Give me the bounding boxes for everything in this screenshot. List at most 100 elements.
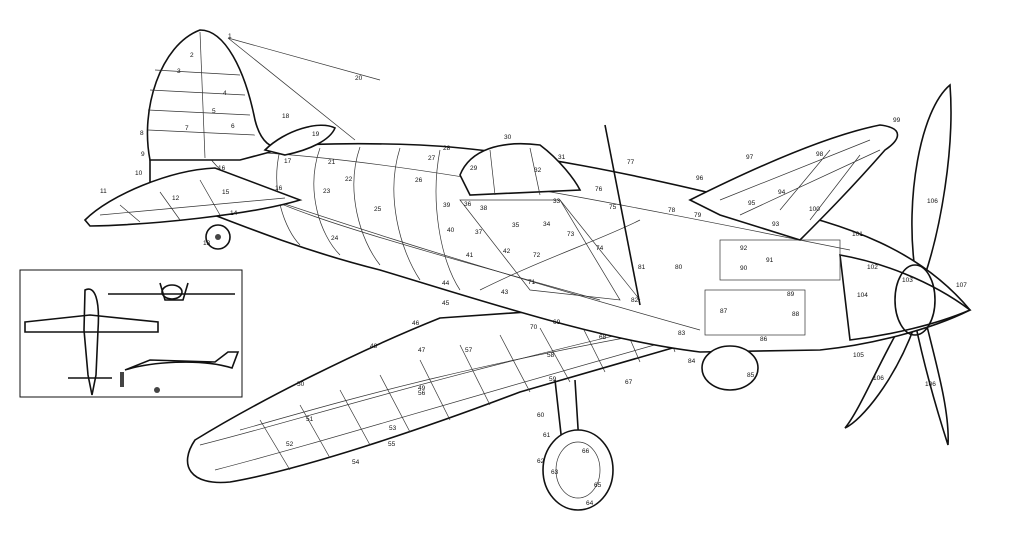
callout-number: 79 (694, 212, 702, 219)
callout-number: 107 (956, 282, 967, 289)
callout-number: 67 (625, 379, 633, 386)
callout-number: 38 (480, 205, 488, 212)
callout-number: 80 (675, 264, 683, 271)
callout-number: 1 (228, 33, 232, 40)
callout-number: 13 (203, 240, 211, 247)
callout-number: 105 (853, 352, 864, 359)
callout-number: 21 (328, 159, 336, 166)
callout-number: 32 (534, 167, 542, 174)
callout-number: 44 (442, 280, 450, 287)
callout-number: 62 (537, 458, 545, 465)
callout-number: 66 (582, 448, 590, 455)
callout-number: 72 (533, 252, 541, 259)
callout-number: 86 (760, 336, 768, 343)
callout-number: 70 (530, 324, 538, 331)
callout-number: 36 (464, 201, 472, 208)
callout-number: 5 (212, 108, 216, 115)
callout-number: 89 (787, 291, 795, 298)
callout-number: 94 (778, 189, 786, 196)
callout-number: 46 (412, 320, 420, 327)
callout-number: 87 (720, 308, 728, 315)
far-wing (688, 124, 899, 241)
callout-number: 40 (447, 227, 455, 234)
callout-number: 8 (140, 130, 144, 137)
callout-number: 95 (748, 200, 756, 207)
callout-number: 92 (740, 245, 748, 252)
propeller (844, 83, 952, 446)
callout-number: 82 (631, 297, 639, 304)
callout-number: 56 (418, 390, 426, 397)
callout-number: 14 (230, 210, 238, 217)
callout-labels: 1234567891011121314151616171819202122232… (100, 33, 967, 507)
callout-number: 85 (747, 372, 755, 379)
callout-number: 54 (352, 459, 360, 466)
callout-number: 103 (902, 277, 913, 284)
callout-number: 99 (893, 117, 901, 124)
callout-number: 88 (792, 311, 800, 318)
callout-number: 42 (503, 248, 511, 255)
callout-number: 77 (627, 159, 635, 166)
callout-number: 47 (418, 347, 426, 354)
callout-number: 20 (355, 75, 363, 82)
callout-number: 18 (282, 113, 290, 120)
callout-number: 24 (331, 235, 339, 242)
callout-number: 59 (549, 376, 557, 383)
callout-number: 61 (543, 432, 551, 439)
callout-number: 3 (177, 68, 181, 75)
callout-number: 71 (528, 279, 536, 286)
callout-number: 76 (595, 186, 603, 193)
callout-number: 7 (185, 125, 189, 132)
callout-number: 26 (415, 177, 423, 184)
callout-number: 39 (443, 202, 451, 209)
callout-number: 102 (867, 264, 878, 271)
callout-number: 73 (567, 231, 575, 238)
callout-number: 2 (190, 52, 194, 59)
callout-number: 25 (374, 206, 382, 213)
callout-number: 23 (323, 188, 331, 195)
callout-number: 69 (553, 319, 561, 326)
callout-number: 68 (599, 334, 607, 341)
callout-number: 106 (927, 198, 938, 205)
callout-number: 96 (696, 175, 704, 182)
callout-number: 97 (746, 154, 754, 161)
callout-number: 74 (596, 245, 604, 252)
callout-number: 93 (772, 221, 780, 228)
callout-number: 57 (465, 347, 473, 354)
callout-number: 98 (816, 151, 824, 158)
callout-number: 30 (504, 134, 512, 141)
callout-number: 33 (553, 198, 561, 205)
callout-number: 65 (594, 482, 602, 489)
callout-number: 106 (873, 375, 884, 382)
callout-number: 83 (678, 330, 686, 337)
main-wing (186, 299, 701, 484)
callout-number: 104 (857, 292, 868, 299)
callout-number: 81 (638, 264, 646, 271)
callout-number: 91 (766, 257, 774, 264)
callout-number: 11 (100, 188, 107, 195)
callout-number: 9 (141, 151, 145, 158)
callout-number: 28 (443, 145, 451, 152)
callout-number: 35 (512, 222, 520, 229)
landing-gear (205, 224, 759, 511)
callout-number: 16 (218, 165, 226, 172)
callout-number: 45 (442, 300, 450, 307)
callout-number: 6 (231, 123, 235, 130)
callout-number: 19 (312, 131, 320, 138)
callout-number: 16 (275, 185, 283, 192)
callout-number: 48 (370, 343, 378, 350)
callout-number: 84 (688, 358, 696, 365)
callout-number: 100 (809, 206, 820, 213)
callout-number: 106 (925, 381, 936, 388)
callout-number: 90 (740, 265, 748, 272)
callout-number: 4 (223, 90, 227, 97)
callout-number: 41 (466, 252, 474, 259)
callout-number: 64 (586, 500, 594, 507)
callout-number: 101 (852, 231, 863, 238)
callout-number: 51 (306, 416, 314, 423)
callout-number: 55 (388, 441, 396, 448)
callout-number: 78 (668, 207, 676, 214)
callout-number: 17 (284, 158, 292, 165)
callout-number: 22 (345, 176, 353, 183)
inset-three-view (19, 269, 243, 398)
